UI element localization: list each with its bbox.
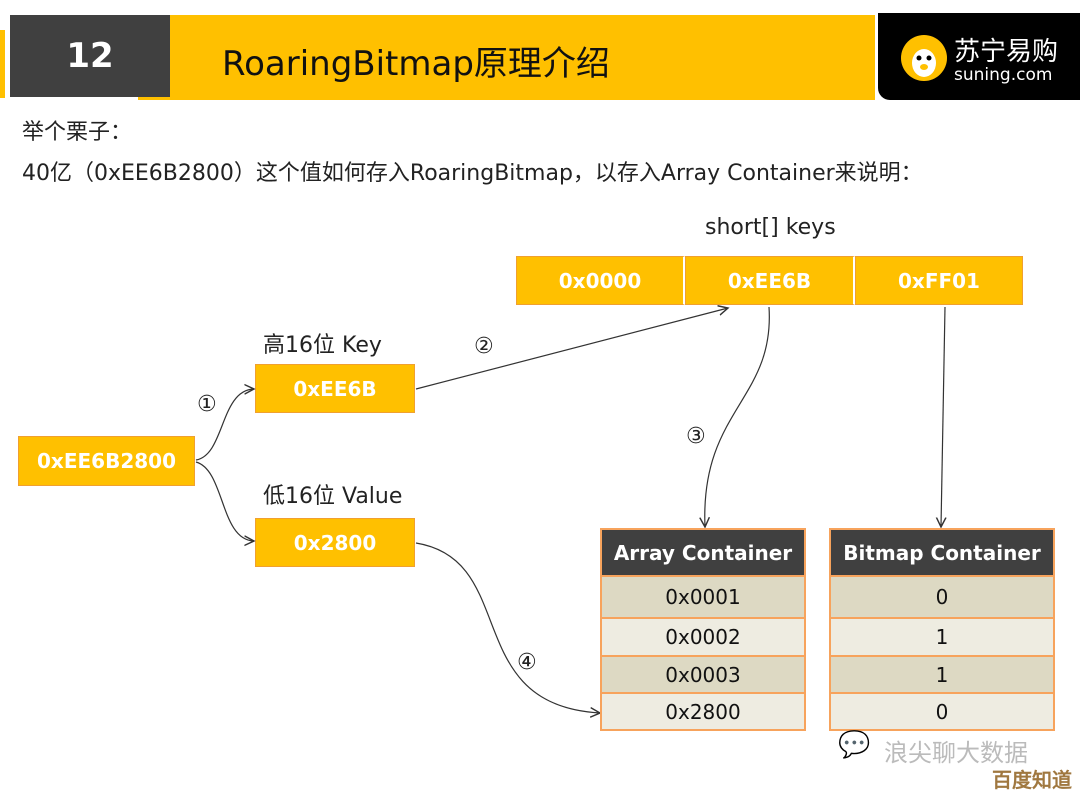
array-cell: 0x0001	[600, 575, 806, 619]
wechat-icon: 💬	[838, 730, 871, 760]
page-title: RoaringBitmap原理介绍	[222, 44, 610, 84]
array-container-table: Array Container 0x0001 0x0002 0x0003 0x2…	[600, 528, 806, 731]
arrow-bitmap	[941, 306, 945, 527]
intro-line-2: 40亿（0xEE6B2800）这个值如何存入RoaringBitmap，以存入A…	[22, 161, 923, 186]
arrow-2	[415, 308, 728, 390]
slide-number-box: 12	[10, 15, 170, 97]
baidu-watermark: 百度知道	[992, 768, 1072, 792]
step-1: ①	[197, 392, 217, 417]
key-cell: 0xEE6B	[685, 256, 855, 305]
low-label: 低16位 Value	[263, 484, 403, 509]
bitmap-cell: 1	[829, 617, 1055, 657]
bitmap-container-table: Bitmap Container 0 1 1 0	[829, 528, 1055, 731]
title-bar	[138, 15, 875, 100]
arrow-1	[195, 389, 254, 461]
logo-en: suning.com	[954, 65, 1053, 85]
step-3: ③	[686, 424, 706, 449]
left-accent-strip	[0, 30, 5, 98]
bitmap-cell: 0	[829, 575, 1055, 619]
suning-logo: 苏宁易购 suning.com	[878, 13, 1080, 100]
bitmap-cell: 1	[829, 655, 1055, 694]
logo-cn: 苏宁易购	[954, 37, 1059, 67]
arrow-low	[195, 461, 254, 541]
array-cell: 0x2800	[600, 692, 806, 731]
arrow-3	[705, 306, 770, 527]
keys-label: short[] keys	[705, 215, 836, 240]
arrow-4	[415, 542, 600, 713]
lion-logo-icon	[901, 35, 947, 81]
step-2: ②	[474, 334, 494, 359]
step-4: ④	[517, 650, 537, 675]
key-cell: 0x0000	[516, 256, 685, 305]
intro-line-1: 举个栗子：	[22, 120, 133, 145]
array-cell: 0x0002	[600, 617, 806, 657]
bitmap-container-header: Bitmap Container	[829, 528, 1055, 577]
value-box: 0xEE6B2800	[18, 436, 195, 486]
key-cell: 0xFF01	[855, 256, 1023, 305]
slide-number: 12	[66, 36, 114, 76]
high-key-box: 0xEE6B	[255, 364, 415, 413]
bitmap-cell: 0	[829, 692, 1055, 731]
array-container-header: Array Container	[600, 528, 806, 577]
wechat-watermark: 浪尖聊大数据	[884, 739, 1028, 767]
high-label: 高16位 Key	[263, 333, 382, 358]
array-cell: 0x0003	[600, 655, 806, 694]
